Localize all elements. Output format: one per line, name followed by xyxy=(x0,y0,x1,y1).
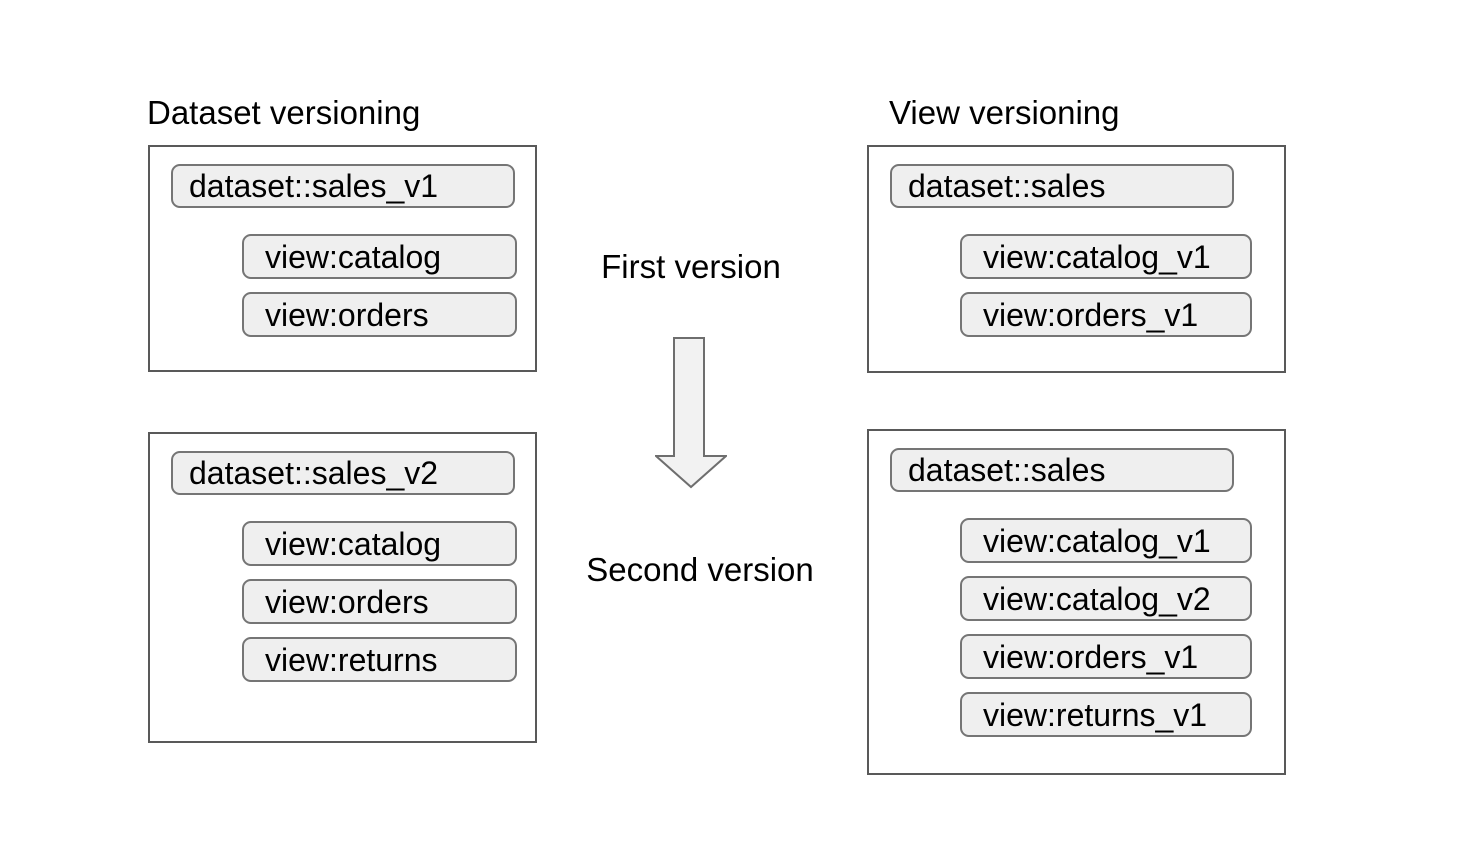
view-pill-list: view:catalog view:orders xyxy=(242,234,517,337)
view-pill: view:catalog_v2 xyxy=(960,576,1252,621)
view-pill-list: view:catalog view:orders view:returns xyxy=(242,521,517,682)
view-versioning-second-version-box: dataset::sales view:catalog_v1 view:cata… xyxy=(867,429,1286,775)
view-pill-list: view:catalog_v1 view:catalog_v2 view:ord… xyxy=(960,518,1252,737)
dataset-pill: dataset::sales xyxy=(890,448,1234,492)
dataset-versioning-first-version-box: dataset::sales_v1 view:catalog view:orde… xyxy=(148,145,537,372)
dataset-pill: dataset::sales_v1 xyxy=(171,164,515,208)
view-versioning-first-version-box: dataset::sales view:catalog_v1 view:orde… xyxy=(867,145,1286,373)
view-pill-list: view:catalog_v1 view:orders_v1 xyxy=(960,234,1252,337)
view-pill: view:orders xyxy=(242,579,517,624)
view-pill: view:orders_v1 xyxy=(960,292,1252,337)
view-versioning-title: View versioning xyxy=(889,94,1120,131)
first-version-label: First version xyxy=(601,248,781,285)
view-pill: view:returns xyxy=(242,637,517,682)
view-pill: view:orders_v1 xyxy=(960,634,1252,679)
dataset-pill: dataset::sales xyxy=(890,164,1234,208)
view-pill: view:returns_v1 xyxy=(960,692,1252,737)
down-arrow-icon xyxy=(653,337,729,494)
dataset-pill: dataset::sales_v2 xyxy=(171,451,515,495)
view-pill: view:catalog xyxy=(242,521,517,566)
view-pill: view:catalog xyxy=(242,234,517,279)
view-pill: view:catalog_v1 xyxy=(960,234,1252,279)
view-pill: view:catalog_v1 xyxy=(960,518,1252,563)
dataset-versioning-title: Dataset versioning xyxy=(147,94,421,131)
view-pill: view:orders xyxy=(242,292,517,337)
dataset-versioning-second-version-box: dataset::sales_v2 view:catalog view:orde… xyxy=(148,432,537,743)
second-version-label: Second version xyxy=(586,551,814,588)
